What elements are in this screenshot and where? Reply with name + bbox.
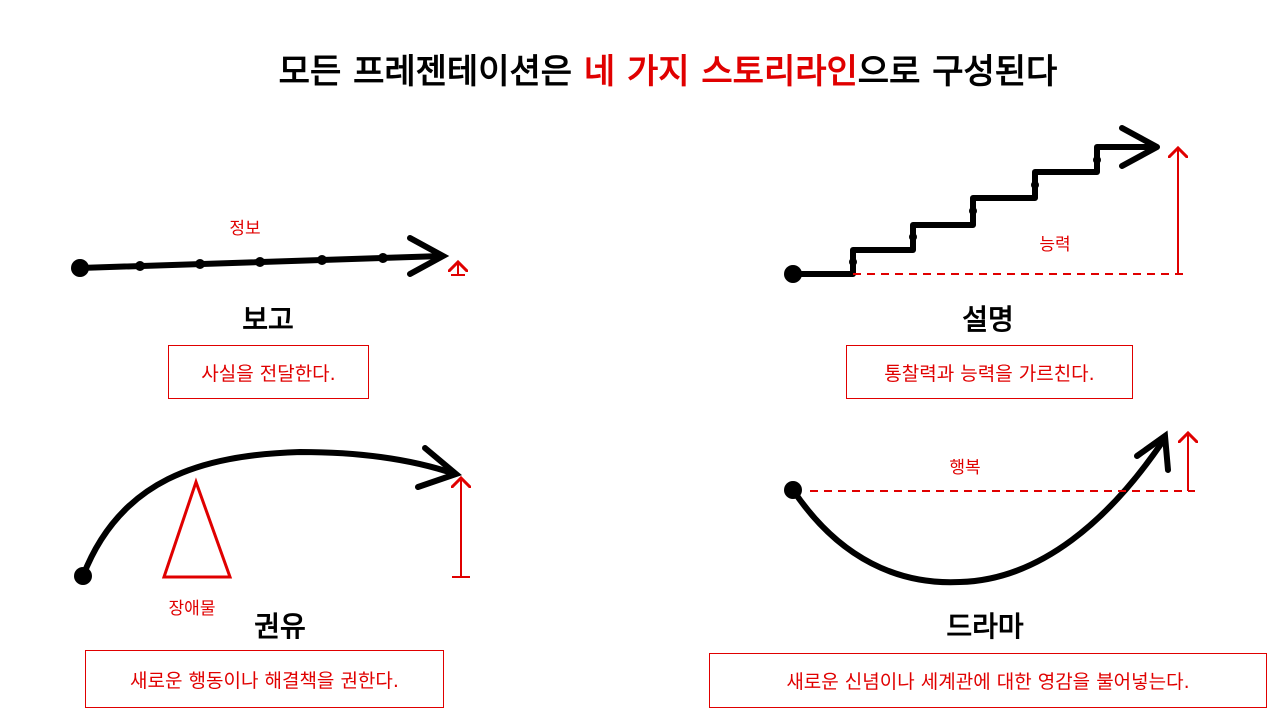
start-dot [784, 481, 802, 499]
persuade-description: 새로운 행동이나 해결책을 권한다. [85, 650, 444, 708]
storyline-explain-title: 설명 [962, 303, 1014, 336]
small-rise-arrow [451, 262, 465, 276]
label-ability: 능력 [1039, 235, 1071, 255]
drama-curve [790, 430, 1171, 586]
start-dot [71, 259, 89, 277]
staircase-line [790, 125, 1160, 277]
obstacle-triangle [161, 477, 233, 579]
label-happiness: 행복 [949, 458, 981, 478]
rise-arrow [452, 478, 470, 578]
storyline-persuade-title: 권유 [254, 610, 306, 643]
report-points [135, 253, 388, 271]
report-description: 사실을 전달한다. [168, 345, 369, 399]
start-dot [784, 265, 802, 283]
label-obstacle: 장애물 [168, 599, 216, 619]
stair-points [849, 156, 1101, 266]
persuade-curve [80, 445, 463, 579]
report-line [77, 235, 450, 277]
drama-description: 새로운 신념이나 세계관에 대한 영감을 불어넣는다. [709, 653, 1267, 708]
start-dot [74, 567, 92, 585]
explain-description: 통찰력과 능력을 가르친다. [846, 345, 1133, 399]
storyline-report-title: 보고 [242, 303, 294, 336]
storyline-drama-title: 드라마 [946, 610, 1024, 643]
page-title: 모든 프레젠테이션은 네 가지 스토리라인으로 구성된다 [278, 52, 1058, 92]
label-info: 정보 [229, 219, 261, 239]
